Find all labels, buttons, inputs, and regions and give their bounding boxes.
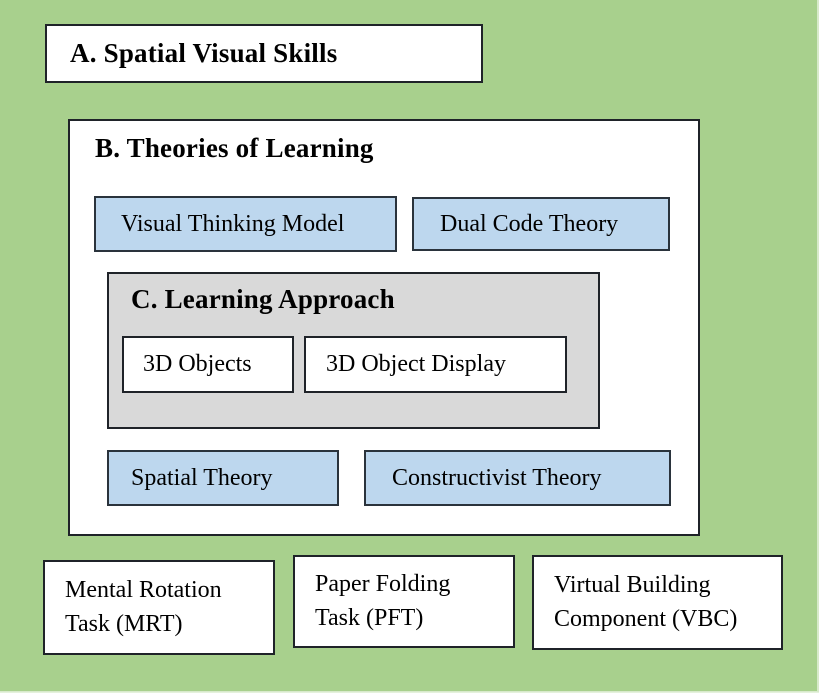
dual-code-theory-label: Dual Code Theory	[440, 210, 619, 237]
3d-object-display-label: 3D Object Display	[326, 351, 506, 377]
box-mental-rotation-task: Mental Rotation Task (MRT)	[43, 560, 275, 655]
mental-rotation-task-label: Mental Rotation Task (MRT)	[65, 577, 222, 637]
learning-approach-title: C. Learning Approach	[131, 284, 395, 314]
constructivist-theory-label: Constructivist Theory	[392, 464, 602, 491]
box-constructivist-theory: Constructivist Theory	[364, 450, 671, 506]
box-theories-of-learning: B. Theories of Learning Visual Thinking …	[68, 119, 700, 536]
box-paper-folding-task: Paper Folding Task (PFT)	[293, 555, 515, 648]
spatial-theory-label: Spatial Theory	[131, 464, 273, 491]
box-learning-approach: C. Learning Approach 3D Objects 3D Objec…	[107, 272, 600, 429]
box-virtual-building-component: Virtual Building Component (VBC)	[532, 555, 783, 650]
3d-objects-label: 3D Objects	[143, 351, 252, 377]
theories-of-learning-title: B. Theories of Learning	[95, 133, 374, 163]
visual-thinking-model-label: Visual Thinking Model	[121, 210, 345, 237]
box-spatial-visual-skills: A. Spatial Visual Skills	[45, 24, 483, 83]
box-dual-code-theory: Dual Code Theory	[412, 197, 670, 251]
virtual-building-component-label: Virtual Building Component (VBC)	[554, 572, 738, 632]
spatial-visual-skills-title: A. Spatial Visual Skills	[70, 38, 338, 68]
box-spatial-theory: Spatial Theory	[107, 450, 339, 506]
paper-folding-task-label: Paper Folding Task (PFT)	[315, 571, 451, 631]
box-visual-thinking-model: Visual Thinking Model	[94, 196, 397, 252]
box-3d-object-display: 3D Object Display	[304, 336, 567, 393]
box-3d-objects: 3D Objects	[122, 336, 294, 393]
